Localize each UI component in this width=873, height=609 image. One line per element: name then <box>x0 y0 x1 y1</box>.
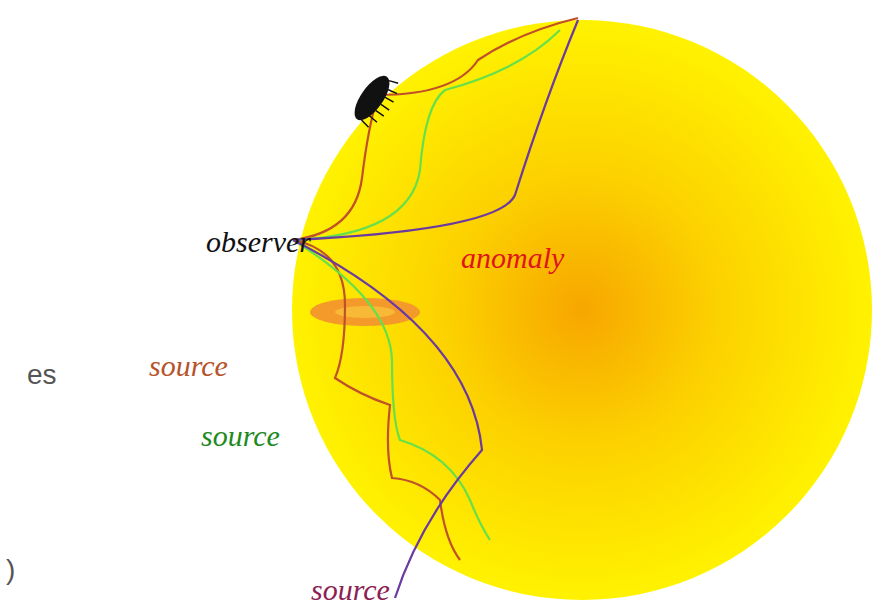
source-label: source <box>308 574 393 606</box>
ray-path <box>293 20 578 240</box>
source-label: source <box>146 350 231 382</box>
eye-icon <box>348 70 405 132</box>
cut-text: ) <box>3 555 18 585</box>
cut-text: es <box>24 360 60 390</box>
ray-path <box>293 240 482 598</box>
source-label: source <box>198 420 283 452</box>
ray-path <box>293 30 560 240</box>
medium-disc <box>292 20 872 600</box>
anomaly-label: anomaly <box>458 242 567 274</box>
ray-path <box>293 240 490 540</box>
ray-path <box>293 18 578 240</box>
observer-label: observer <box>203 226 314 258</box>
